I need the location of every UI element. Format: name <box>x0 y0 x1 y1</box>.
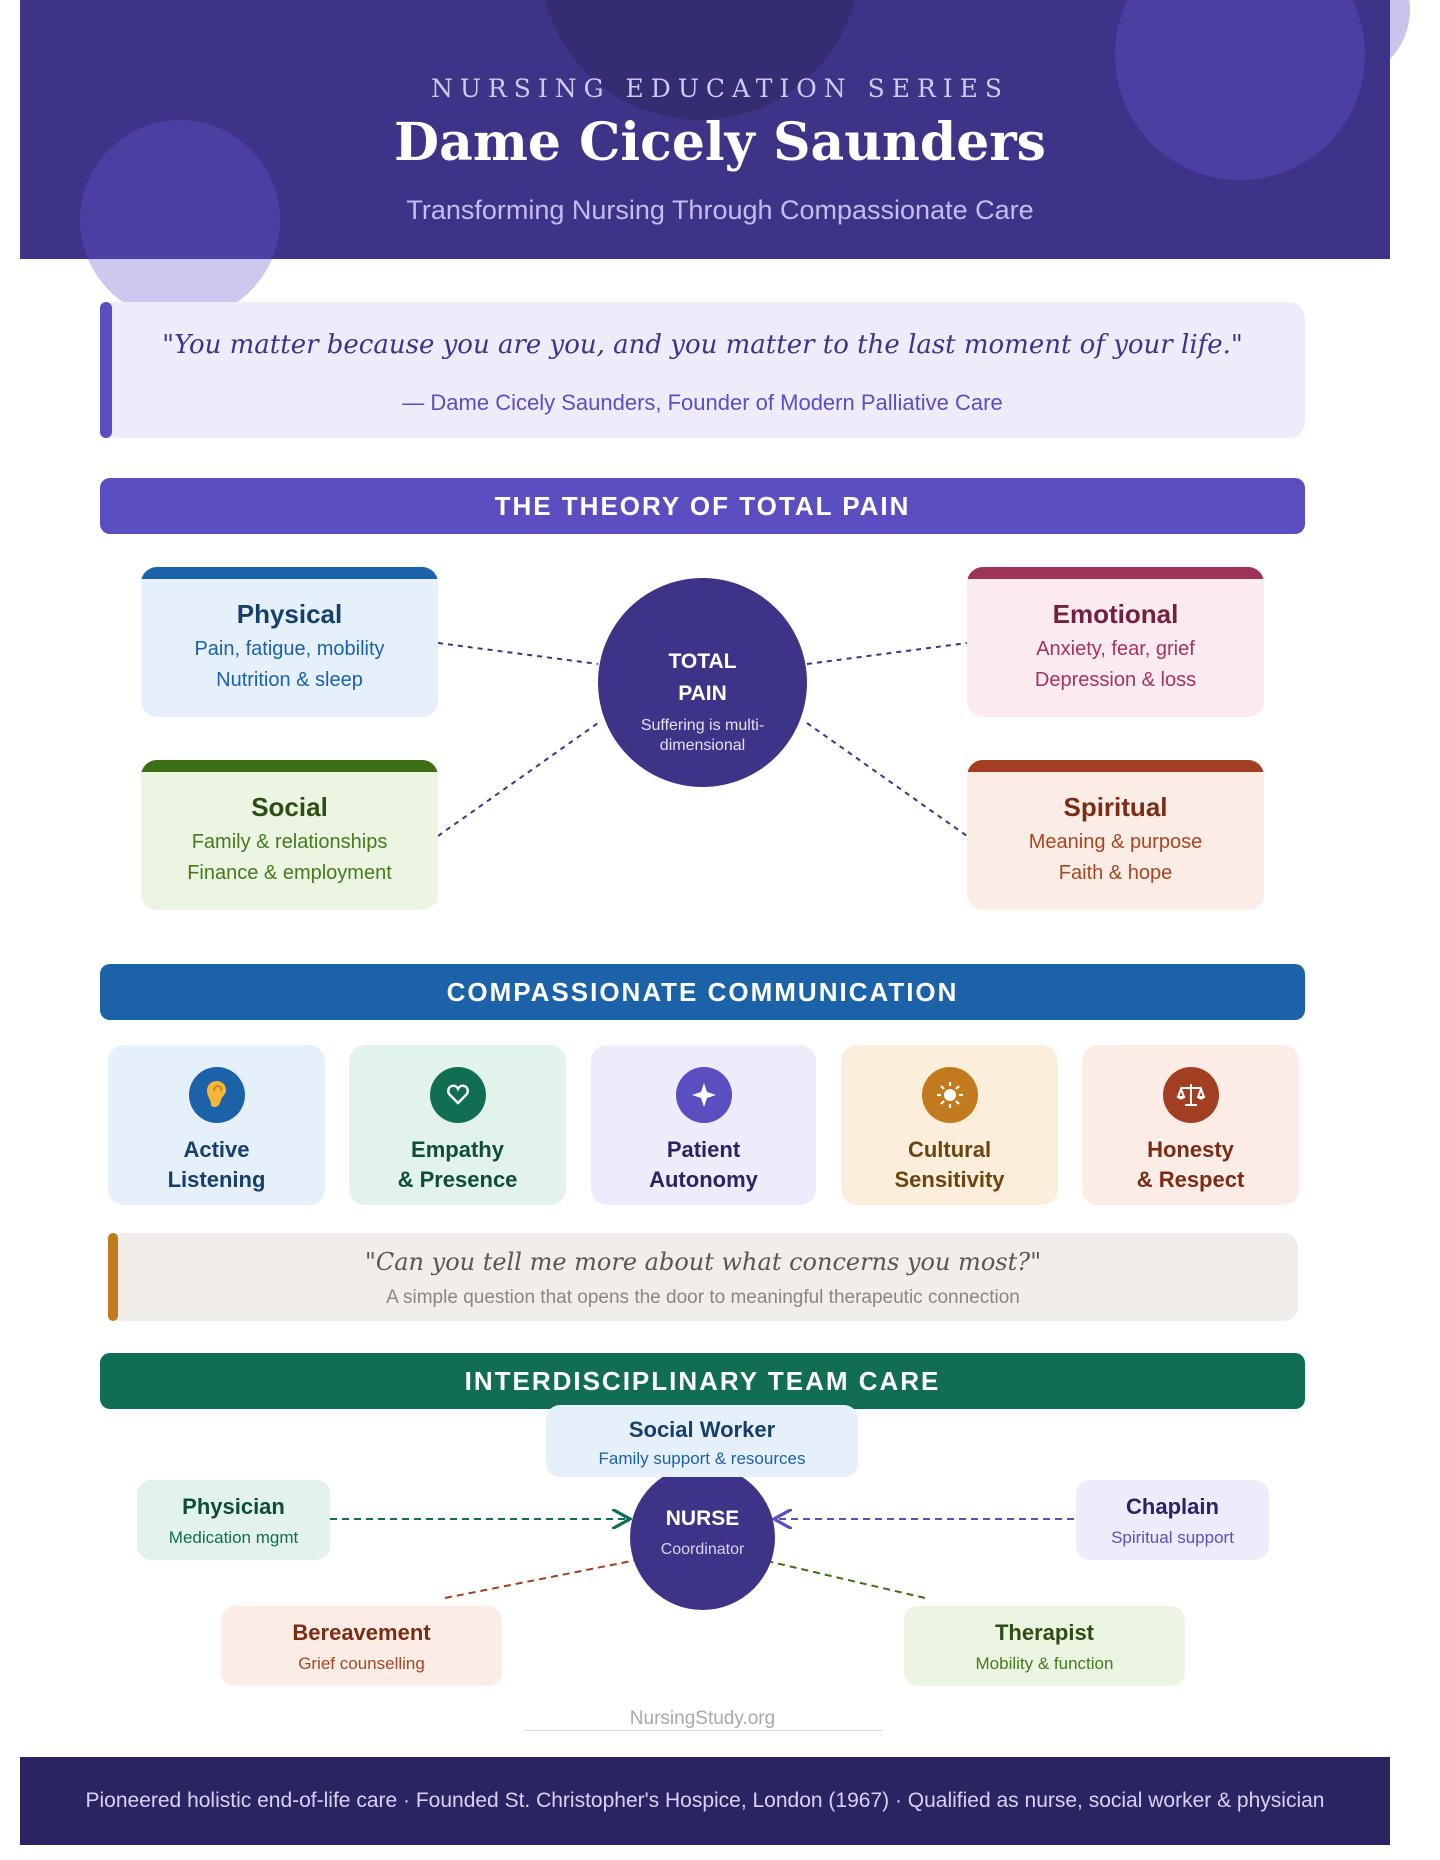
team-card-title: Physician <box>182 1494 285 1519</box>
connector-emotional <box>806 642 968 665</box>
page-title: Dame Cicely Saunders <box>394 112 1046 173</box>
comm-card-honesty: Honesty & Respect <box>1082 1045 1299 1205</box>
team-card-role: Grief counselling <box>298 1654 425 1673</box>
team-card-bereavement: Bereavement Grief counselling <box>221 1606 502 1686</box>
pain-card-social: Social Family & relationships Finance & … <box>141 760 438 910</box>
footer-bar: Pioneered holistic end-of-life care · Fo… <box>20 1757 1390 1845</box>
team-card-title: Social Worker <box>628 1417 776 1442</box>
connector-bereavement <box>444 1557 652 1599</box>
page-header: NURSING EDUCATION SERIES Dame Cicely Sau… <box>20 0 1390 259</box>
team-card-role: Family support & resources <box>598 1449 806 1468</box>
scales-icon <box>1162 1067 1219 1123</box>
team-card-role: Spiritual support <box>1111 1528 1234 1547</box>
pain-card-title: Spiritual <box>1063 792 1168 822</box>
team-card-title: Chaplain <box>1126 1494 1219 1519</box>
section-heading-total-pain: THE THEORY OF TOTAL PAIN <box>100 478 1305 534</box>
comm-card-label: Empathy <box>411 1137 504 1162</box>
pain-card-title: Emotional <box>1052 599 1179 629</box>
comm-card-autonomy: Patient Autonomy <box>591 1045 816 1205</box>
pain-card-line: Family & relationships <box>191 831 388 853</box>
pain-card-line: Finance & employment <box>187 862 392 884</box>
connector-spiritual <box>806 722 968 837</box>
pain-card-title: Social <box>251 792 328 822</box>
team-card-social-worker: Social Worker Family support & resources <box>546 1405 858 1477</box>
pain-card-line: Pain, fatigue, mobility <box>194 638 385 660</box>
pain-card-line: Faith & hope <box>1058 862 1173 884</box>
pain-card-line: Depression & loss <box>1034 669 1197 691</box>
center-title: TOTAL <box>668 650 737 673</box>
total-pain-center: TOTAL PAIN Suffering is multi-dimensiona… <box>598 578 807 787</box>
connector-physical <box>437 642 599 665</box>
section-heading-team: INTERDISCIPLINARY TEAM CARE <box>100 1353 1305 1409</box>
quote-author: — Dame Cicely Saunders, Founder of Moder… <box>402 390 1003 415</box>
team-card-role: Medication mgmt <box>168 1528 299 1547</box>
comm-card-label: Patient <box>666 1137 741 1162</box>
comm-card-label: Cultural <box>907 1137 992 1162</box>
comm-card-label: & Respect <box>1136 1167 1245 1192</box>
connector-therapist <box>750 1557 926 1599</box>
comm-card-label: Autonomy <box>649 1167 758 1192</box>
comm-card-label: Active <box>183 1137 250 1162</box>
pain-card-line: Nutrition & sleep <box>216 669 363 691</box>
team-card-physician: Physician Medication mgmt <box>137 1480 330 1560</box>
nurse-title: NURSE <box>665 1507 740 1530</box>
quote-accent-bar <box>100 302 112 438</box>
comm-card-active-listening: Active Listening <box>108 1045 325 1205</box>
comm-card-label: & Presence <box>397 1167 518 1192</box>
team-card-title: Therapist <box>994 1620 1095 1645</box>
pain-card-physical: Physical Pain, fatigue, mobility Nutriti… <box>141 567 438 717</box>
question-text: "Can you tell me more about what concern… <box>364 1248 1042 1276</box>
team-card-therapist: Therapist Mobility & function <box>904 1606 1185 1686</box>
section-heading-communication: COMPASSIONATE COMMUNICATION <box>100 964 1305 1020</box>
sun-icon <box>921 1067 978 1123</box>
comm-card-label: Listening <box>167 1167 266 1192</box>
sparkle-icon <box>675 1067 732 1123</box>
pain-card-line: Anxiety, fear, grief <box>1036 638 1195 660</box>
quote-box <box>100 302 1305 438</box>
page-subtitle: Transforming Nursing Through Compassiona… <box>406 195 1034 225</box>
comm-card-label: Sensitivity <box>894 1167 1005 1192</box>
comm-card-cultural: Cultural Sensitivity <box>841 1045 1058 1205</box>
connector-social <box>437 722 599 837</box>
site-label: NursingStudy.org <box>629 1708 776 1729</box>
ear-icon <box>188 1067 245 1123</box>
question-box <box>108 1233 1298 1321</box>
pain-card-emotional: Emotional Anxiety, fear, grief Depressio… <box>967 567 1264 717</box>
center-title: PAIN <box>678 682 727 705</box>
comm-card-empathy: Empathy & Presence <box>349 1045 566 1205</box>
team-card-role: Mobility & function <box>975 1654 1114 1673</box>
pain-card-spiritual: Spiritual Meaning & purpose Faith & hope <box>967 760 1264 910</box>
question-accent-bar <box>108 1233 118 1321</box>
pain-card-title: Physical <box>236 599 343 629</box>
team-card-chaplain: Chaplain Spiritual support <box>1076 1480 1269 1560</box>
team-card-title: Bereavement <box>292 1620 431 1645</box>
comm-card-label: Honesty <box>1147 1137 1234 1162</box>
center-subtitle: Suffering is multi-dimensional <box>640 717 765 754</box>
heart-icon <box>429 1067 486 1123</box>
nurse-role: Coordinator <box>660 1541 745 1558</box>
pain-card-line: Meaning & purpose <box>1028 831 1203 853</box>
question-subtext: A simple question that opens the door to… <box>386 1287 1020 1308</box>
site-divider <box>523 1730 883 1731</box>
quote-text: "You matter because you are you, and you… <box>162 330 1243 360</box>
total-pain-connectors <box>437 642 968 837</box>
nurse-hub: NURSE Coordinator <box>630 1465 775 1610</box>
series-label: NURSING EDUCATION SERIES <box>430 74 1010 103</box>
